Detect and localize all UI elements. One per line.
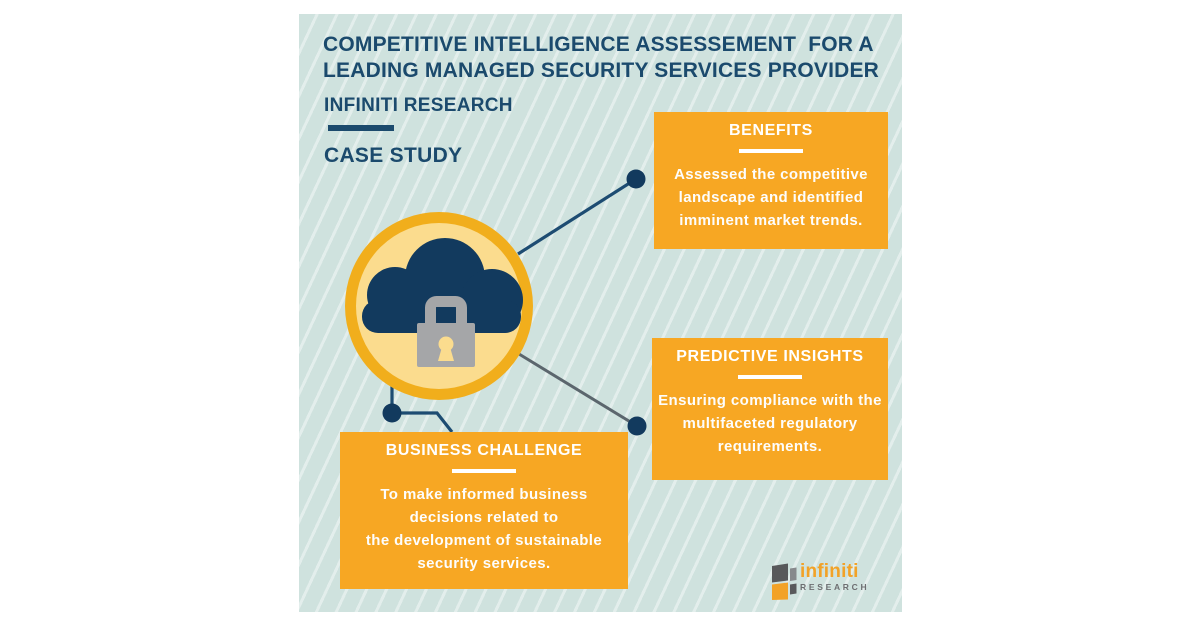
cloud-shape xyxy=(362,238,523,333)
business-challenge-heading: BUSINESS CHALLENGE xyxy=(385,442,583,459)
connector-dot-benefits xyxy=(626,169,646,189)
cloud-lock-badge xyxy=(344,211,534,401)
infiniti-research-logo: infiniti RESEARCH xyxy=(772,561,892,606)
connector-dot-predictive xyxy=(627,416,647,436)
infographic-panel: COMPETITIVE INTELLIGENCE ASSESSEMENT FOR… xyxy=(299,14,902,612)
business-challenge-body: To make informed business decisions rela… xyxy=(365,486,603,572)
predictive-insights-body: Ensuring compliance with the multifacete… xyxy=(658,392,882,455)
cloud-lock-icon xyxy=(345,212,533,400)
connector-benefits-line xyxy=(517,177,637,256)
benefits-heading-underline xyxy=(739,149,803,153)
predictive-insights-box: PREDICTIVE INSIGHTS Ensuring compliance … xyxy=(652,338,888,480)
benefits-box: BENEFITS Assessed the competitive landsc… xyxy=(654,112,888,249)
business-challenge-heading-underline xyxy=(452,469,516,473)
brand-underline xyxy=(328,125,394,131)
page-title: COMPETITIVE INTELLIGENCE ASSESSEMENT FOR… xyxy=(323,33,880,82)
connector-predictive-line xyxy=(518,352,638,428)
logo-wordmark-sub: RESEARCH xyxy=(800,582,870,592)
benefits-body: Assessed the competitive landscape and i… xyxy=(674,166,868,229)
brand-name: INFINITI RESEARCH xyxy=(324,95,513,116)
logo-wordmark: infiniti xyxy=(800,561,859,582)
infiniti-logo-icon xyxy=(772,563,797,600)
business-challenge-box: BUSINESS CHALLENGE To make informed busi… xyxy=(340,432,628,589)
connector-lines xyxy=(382,169,647,436)
predictive-insights-heading-underline xyxy=(738,375,802,379)
benefits-heading: BENEFITS xyxy=(729,122,813,139)
connector-challenge-line xyxy=(390,386,454,433)
case-study-label: CASE STUDY xyxy=(324,144,463,167)
connector-dot-challenge xyxy=(382,403,402,423)
predictive-insights-heading: PREDICTIVE INSIGHTS xyxy=(676,348,864,365)
padlock-shape xyxy=(417,296,475,367)
